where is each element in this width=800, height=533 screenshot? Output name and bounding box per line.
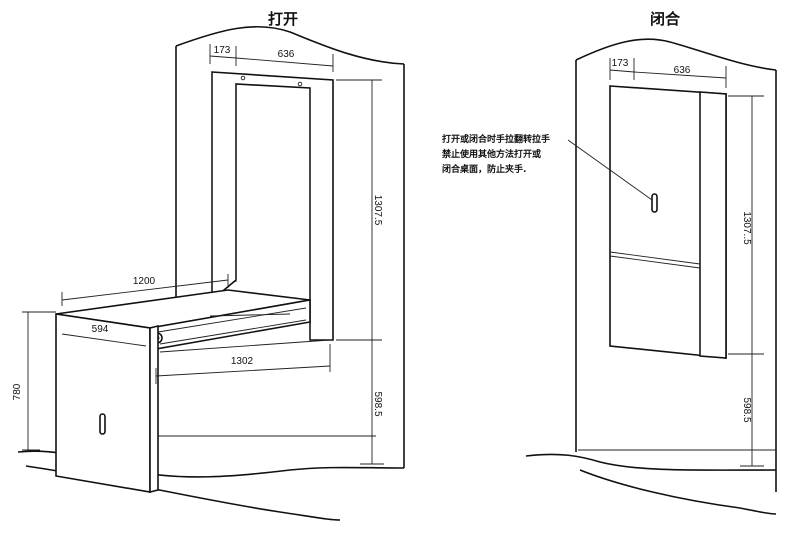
desk-support-arm: [159, 339, 331, 353]
hinge-screw-icon: [297, 81, 303, 87]
dim-line: [609, 69, 635, 73]
cabinet-panel-split: [609, 251, 701, 265]
dim-rail-length: 1302: [231, 356, 254, 367]
dim-line: [61, 333, 147, 347]
table-leg-side: [149, 324, 159, 494]
dim-line: [209, 55, 237, 59]
dim-line: [235, 57, 334, 67]
desk-rail-line: [157, 307, 307, 333]
dim-top-depth: 173: [214, 45, 231, 56]
dim-desk-length: 1200: [133, 276, 156, 287]
dim-height-upper: 1307..5: [741, 211, 752, 245]
hinge-screw-icon: [240, 75, 246, 81]
dim-top-depth: 173: [612, 58, 629, 69]
cabinet-panel-split-2: [609, 255, 701, 269]
dim-table-height: 780: [12, 383, 23, 400]
desk-rail-line-lower: [159, 319, 307, 345]
note-line-2: 禁止使用其他方法打开或: [442, 148, 541, 160]
wall-top-edge: [175, 25, 405, 65]
table-leg-panel: [55, 313, 151, 493]
note-leader-line: [567, 139, 653, 201]
dim-desk-depth: 594: [92, 324, 109, 335]
desk-groove: [209, 313, 291, 317]
open-view: 打开 173 636: [12, 10, 405, 521]
floor-near-edge: [579, 469, 777, 515]
wall-top-edge: [575, 38, 777, 71]
dim-top-width: 636: [674, 65, 691, 76]
open-view-title: 打开: [268, 10, 298, 28]
note-line-1: 打开或闭合时手拉翻转拉手: [442, 133, 550, 145]
dim-height-lower: 598.5: [741, 397, 752, 422]
handle-icon: [99, 413, 106, 435]
dim-top-width: 636: [278, 49, 295, 60]
handle-icon: [651, 193, 658, 213]
dim-height-upper: 1307.5: [372, 195, 383, 226]
dim-height-lower: 598.5: [372, 391, 383, 416]
closed-view-title: 闭合: [650, 10, 681, 28]
dim-line: [155, 365, 331, 377]
dim-line: [633, 71, 727, 79]
note-line-3: 闭合桌面，防止夹手.: [442, 163, 526, 175]
floor-far-edge: [525, 453, 777, 471]
dim-line: [61, 279, 229, 301]
closed-cabinet-side: [699, 91, 727, 359]
closed-view: 闭合 打开或闭合时手拉翻转拉手 禁止使用其他方法打开或 闭合桌面，防止夹手. 1…: [442, 10, 777, 515]
